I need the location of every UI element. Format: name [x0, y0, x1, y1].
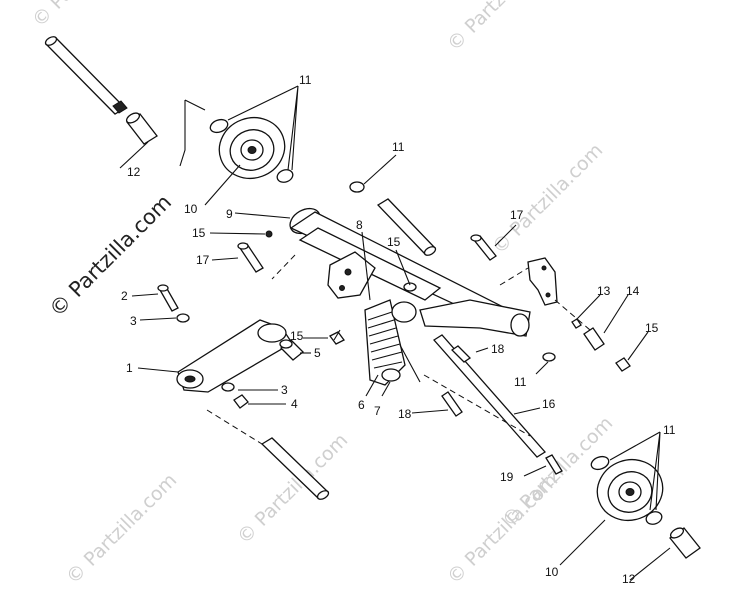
watermark-top-left: © Partzilla.com [28, 0, 147, 32]
watermark-bottom-center: © Partzilla.com [233, 429, 352, 548]
dash-guide-top [179, 99, 206, 167]
shock-absorber [364, 299, 406, 386]
callout-11-top: 11 [299, 73, 312, 87]
callout-10-bottom: 10 [545, 565, 559, 579]
rod-top-center [349, 181, 437, 256]
axle-top-left [44, 36, 158, 145]
callout-3-top: 3 [130, 314, 137, 328]
idler-wheel-bottom [590, 455, 701, 559]
callout-15-d: 15 [645, 321, 659, 335]
callout-2: 2 [121, 289, 128, 303]
callout-4: 4 [291, 397, 298, 411]
callout-18-left: 18 [398, 407, 412, 421]
callout-12-bottom: 12 [622, 572, 636, 586]
right-arm [419, 299, 531, 337]
callout-10-top: 10 [184, 202, 198, 216]
idler-wheel-top [209, 116, 294, 183]
callout-17-right: 17 [510, 208, 524, 222]
rocker-arm [176, 319, 293, 393]
callout-12-top: 12 [127, 165, 141, 179]
callout-9: 9 [226, 207, 233, 221]
callout-3-bottom: 3 [281, 383, 288, 397]
callout-labels: 11 12 10 9 15 17 2 3 1 3 4 5 15 8 15 6 7… [121, 73, 676, 586]
callout-14: 14 [626, 284, 640, 298]
watermark-main: © Partzilla.com [45, 190, 177, 322]
callout-17-left: 17 [196, 253, 210, 267]
leader-lines [119, 85, 671, 581]
callout-15-c: 15 [387, 235, 401, 249]
callout-18-right: 18 [491, 342, 505, 356]
callout-8: 8 [356, 218, 363, 232]
callout-11-center: 11 [392, 140, 405, 154]
callout-11-mid: 11 [514, 375, 527, 389]
callout-7: 7 [374, 404, 381, 418]
watermark-top-right: © Partzilla.com [443, 0, 562, 56]
callout-15-a: 15 [192, 226, 206, 240]
bushing [279, 339, 304, 361]
callout-6: 6 [358, 398, 365, 412]
callout-11-bottom: 11 [663, 423, 676, 437]
axle-bottom-left [260, 437, 330, 500]
callout-16: 16 [542, 397, 556, 411]
callout-19: 19 [500, 470, 514, 484]
shaft-long [433, 334, 546, 458]
watermark-group: © Partzilla.com © Partzilla.com © Partzi… [28, 0, 617, 589]
watermark-bottom-left: © Partzilla.com [62, 469, 181, 588]
callout-5: 5 [314, 346, 321, 360]
callout-1: 1 [126, 361, 133, 375]
mount-bracket [327, 251, 417, 323]
callout-15-b: 15 [290, 329, 304, 343]
watermark-mid-right: © Partzilla.com [488, 139, 607, 258]
side-plate [527, 257, 558, 306]
guide-lines [206, 254, 591, 445]
small-hardware [157, 230, 631, 475]
callout-13: 13 [597, 284, 611, 298]
